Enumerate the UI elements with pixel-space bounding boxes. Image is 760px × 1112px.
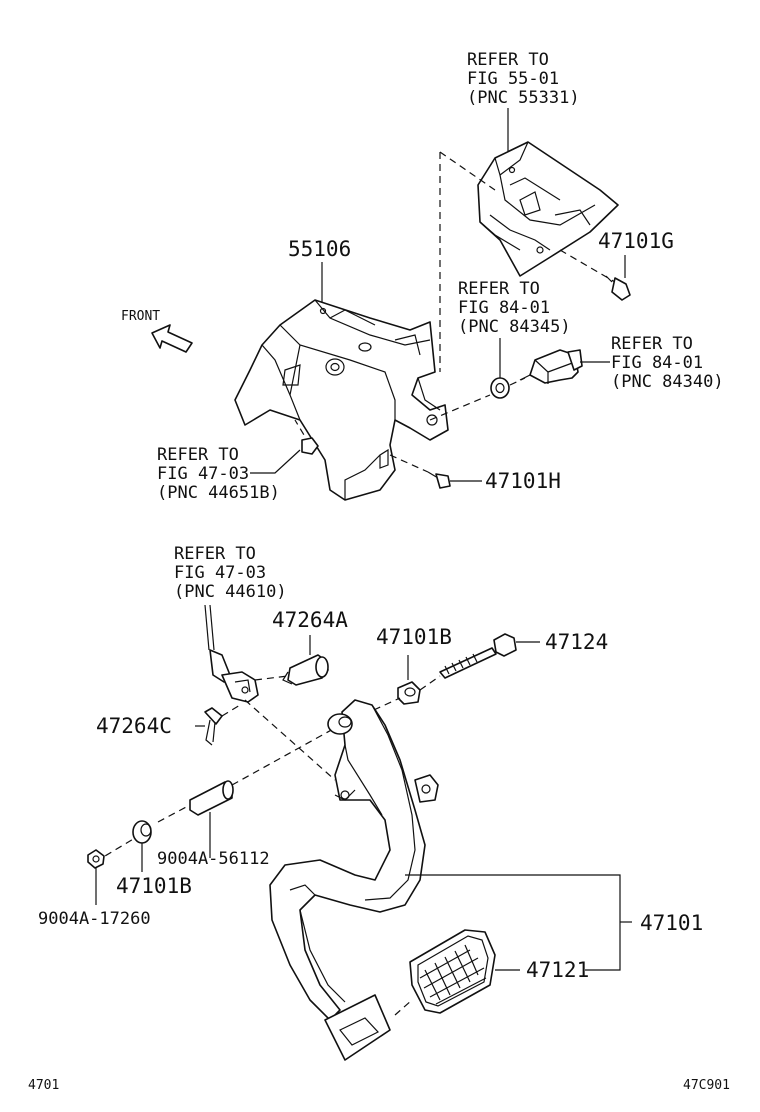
ref-84a-line2: FIG 84-01 bbox=[458, 298, 550, 318]
dash-pivot-axis-5 bbox=[419, 675, 441, 691]
dash-switch-2 bbox=[509, 377, 526, 386]
ref-55-line1: REFER TO bbox=[467, 50, 549, 70]
part-label-47101h: 47101H bbox=[485, 469, 561, 493]
brake-pedal-arm-47101 bbox=[269, 699, 439, 1061]
part-label-47264c: 47264C bbox=[96, 714, 172, 738]
bolt-47101h bbox=[389, 454, 482, 489]
ref-84b-line2: FIG 84-01 bbox=[611, 353, 703, 373]
bolt-47101g bbox=[559, 249, 631, 301]
ref-84a-line3: (PNC 84345) bbox=[458, 317, 571, 337]
ref-47a-line3: (PNC 44651B) bbox=[157, 483, 280, 503]
bushing-47101b-bottom bbox=[132, 820, 152, 872]
dash-switch bbox=[429, 394, 491, 421]
footer-left-code: 4701 bbox=[28, 1078, 59, 1093]
ref-55-line2: FIG 55-01 bbox=[467, 69, 559, 89]
ref-84a-line1: REFER TO bbox=[458, 279, 540, 299]
part-label-9004a-17260: 9004A-17260 bbox=[38, 909, 151, 929]
part-label-47101b-top: 47101B bbox=[376, 625, 452, 649]
footer-right-code: 47C901 bbox=[683, 1078, 730, 1093]
dash-clevis-down bbox=[244, 699, 336, 781]
bushing-47101b-top bbox=[397, 655, 421, 705]
ref-47b-line1: REFER TO bbox=[174, 544, 256, 564]
part-label-47264a: 47264A bbox=[272, 608, 348, 632]
front-arrow-icon bbox=[151, 324, 193, 353]
dash-pivot-axis-3 bbox=[231, 727, 336, 786]
switch-clip-84345 bbox=[490, 338, 510, 399]
pushrod-clevis bbox=[204, 604, 259, 703]
pedal-pad-47121 bbox=[394, 929, 496, 1016]
nut-44651b bbox=[294, 419, 319, 455]
part-label-47101g: 47101G bbox=[598, 229, 674, 253]
dash-pivot-axis-2 bbox=[157, 804, 191, 823]
part-label-55106: 55106 bbox=[288, 237, 351, 261]
nut-9004a-17260 bbox=[87, 849, 105, 905]
ref-55-line3: (PNC 55331) bbox=[467, 88, 580, 108]
part-label-47101b-bottom: 47101B bbox=[116, 874, 192, 898]
part-label-9004a-56112: 9004A-56112 bbox=[157, 849, 270, 869]
ref-84b-line3: (PNC 84340) bbox=[611, 372, 724, 392]
ref-47b-line3: (PNC 44610) bbox=[174, 582, 287, 602]
spacer-9004a-56112 bbox=[189, 780, 234, 858]
part-label-47121: 47121 bbox=[526, 958, 589, 982]
ref-47a-line1: REFER TO bbox=[157, 445, 239, 465]
dash-pivot-axis-4 bbox=[351, 697, 401, 721]
front-label: FRONT bbox=[121, 309, 160, 324]
ref-47a-line2: FIG 47-03 bbox=[157, 464, 249, 484]
main-bracket-55106 bbox=[234, 299, 449, 501]
part-label-47101: 47101 bbox=[640, 911, 703, 935]
ref-47b-line2: FIG 47-03 bbox=[174, 563, 266, 583]
clevis-pin-47264a bbox=[282, 635, 329, 686]
dash-pivot-axis bbox=[94, 834, 141, 863]
ref-84b-line1: REFER TO bbox=[611, 334, 693, 354]
dash-clevis bbox=[254, 675, 289, 681]
stop-lamp-switch bbox=[519, 349, 610, 384]
upper-support-bracket bbox=[477, 141, 619, 277]
bolt-47124 bbox=[439, 633, 540, 679]
dash-clip bbox=[221, 704, 241, 717]
clip-47264c bbox=[195, 707, 223, 746]
part-label-47124: 47124 bbox=[545, 630, 608, 654]
leader-44651b bbox=[250, 449, 301, 474]
